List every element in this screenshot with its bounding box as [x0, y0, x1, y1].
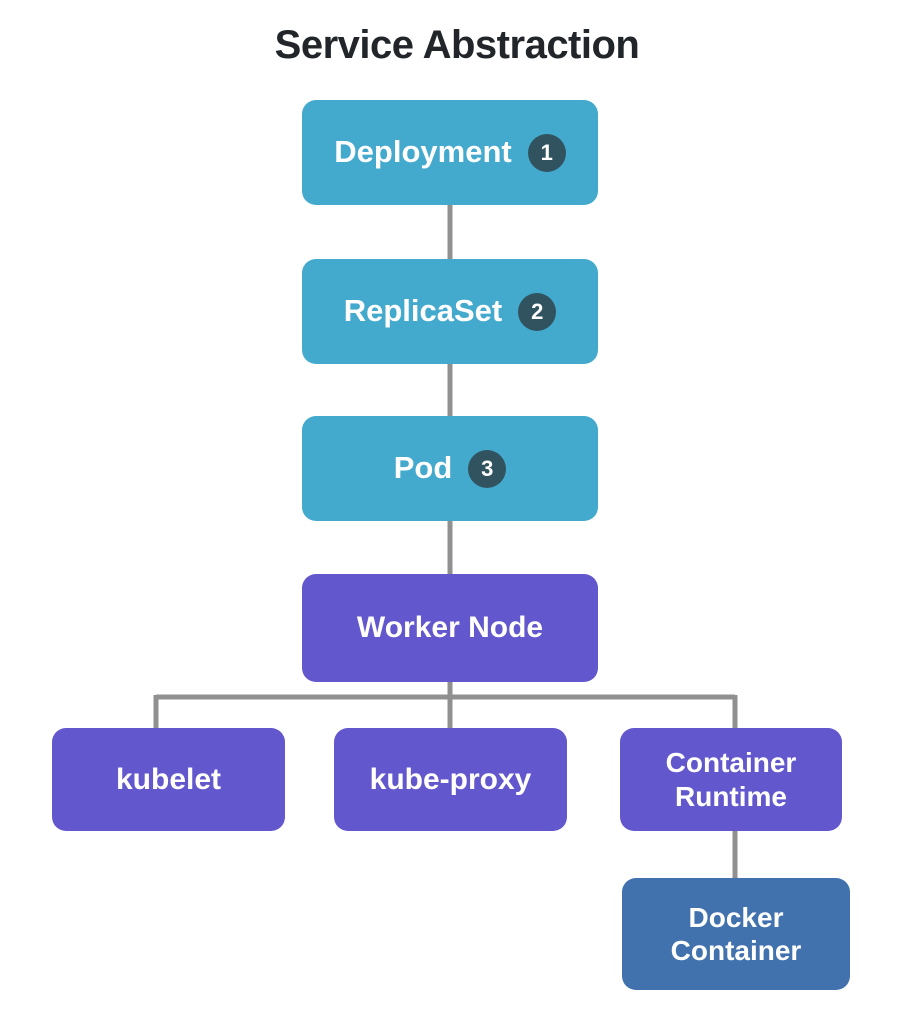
node-docker-container-label-line1: Docker — [688, 901, 784, 933]
node-deployment[interactable]: Deployment 1 — [302, 100, 598, 205]
node-kubelet[interactable]: kubelet — [52, 728, 285, 831]
node-kubelet-label: kubelet — [115, 762, 222, 796]
node-container-runtime-label-line1: Container — [665, 747, 797, 779]
node-pod[interactable]: Pod 3 — [302, 416, 598, 521]
node-worker-node-label: Worker Node — [356, 611, 544, 645]
node-container-runtime-label-line2: Runtime — [675, 780, 787, 812]
node-deployment-label: Deployment — [334, 134, 512, 170]
node-worker-node[interactable]: Worker Node — [302, 574, 598, 682]
node-docker-container-label-line2: Container — [670, 935, 802, 966]
node-replicaset[interactable]: ReplicaSet 2 — [302, 259, 598, 364]
step-badge-3: 3 — [468, 449, 507, 488]
step-badge-1: 1 — [527, 133, 566, 172]
node-kube-proxy[interactable]: kube-proxy — [334, 728, 567, 831]
step-badge-2: 2 — [518, 292, 557, 331]
page-title: Service Abstraction — [274, 23, 640, 67]
node-pod-label: Pod — [393, 450, 453, 486]
node-kube-proxy-label: kube-proxy — [369, 762, 532, 796]
node-replicaset-label: ReplicaSet — [343, 293, 503, 329]
